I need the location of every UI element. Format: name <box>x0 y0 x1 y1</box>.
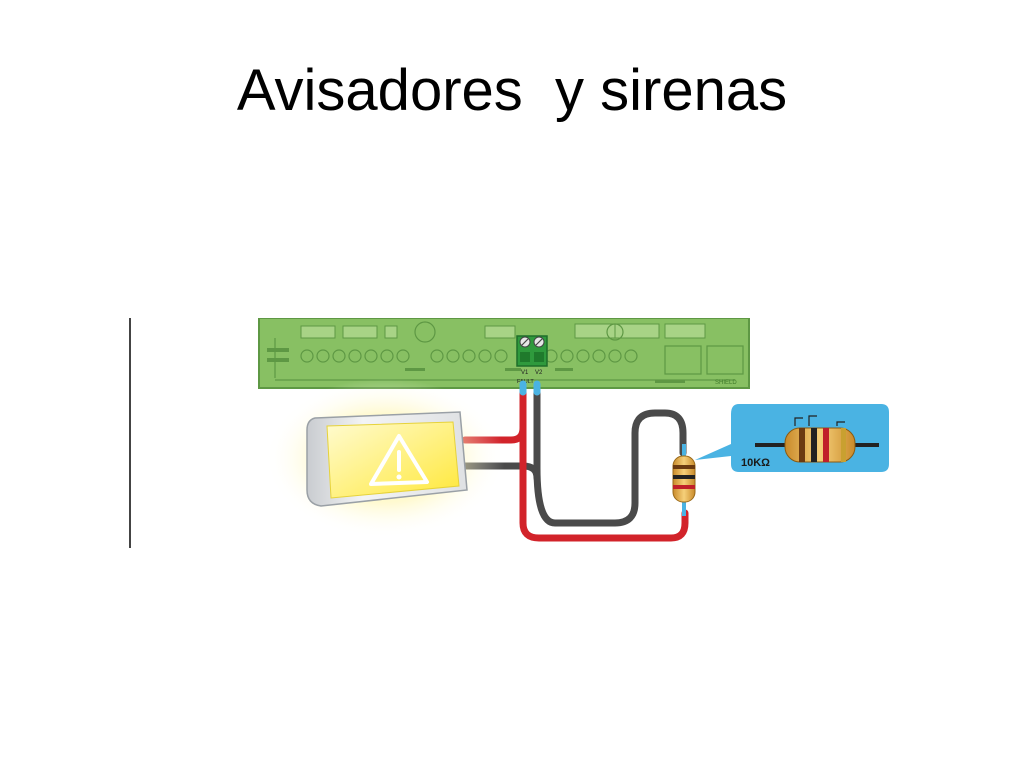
black-wire <box>533 382 687 527</box>
board-label: SHIELD <box>715 380 737 386</box>
wiring-diagram: SHIELD V1 V2 FAULT <box>255 318 895 550</box>
slide-title: Avisadores y sirenas <box>236 58 788 123</box>
resistor-value-label: 10KΩ <box>741 457 770 469</box>
red-wire <box>519 424 689 542</box>
warning-triangle-icon <box>369 434 429 486</box>
wires <box>461 380 689 542</box>
warning-beacon <box>265 378 505 538</box>
terminal-label-v1: V1 <box>521 370 529 376</box>
resistor-callout: 10KΩ <box>695 404 889 472</box>
resistor <box>672 444 696 516</box>
control-panel-board: SHIELD <box>258 318 750 389</box>
vertical-divider <box>129 318 131 548</box>
terminal-label-v2: V2 <box>535 370 543 376</box>
fault-terminal-block: V1 V2 FAULT <box>516 335 548 385</box>
